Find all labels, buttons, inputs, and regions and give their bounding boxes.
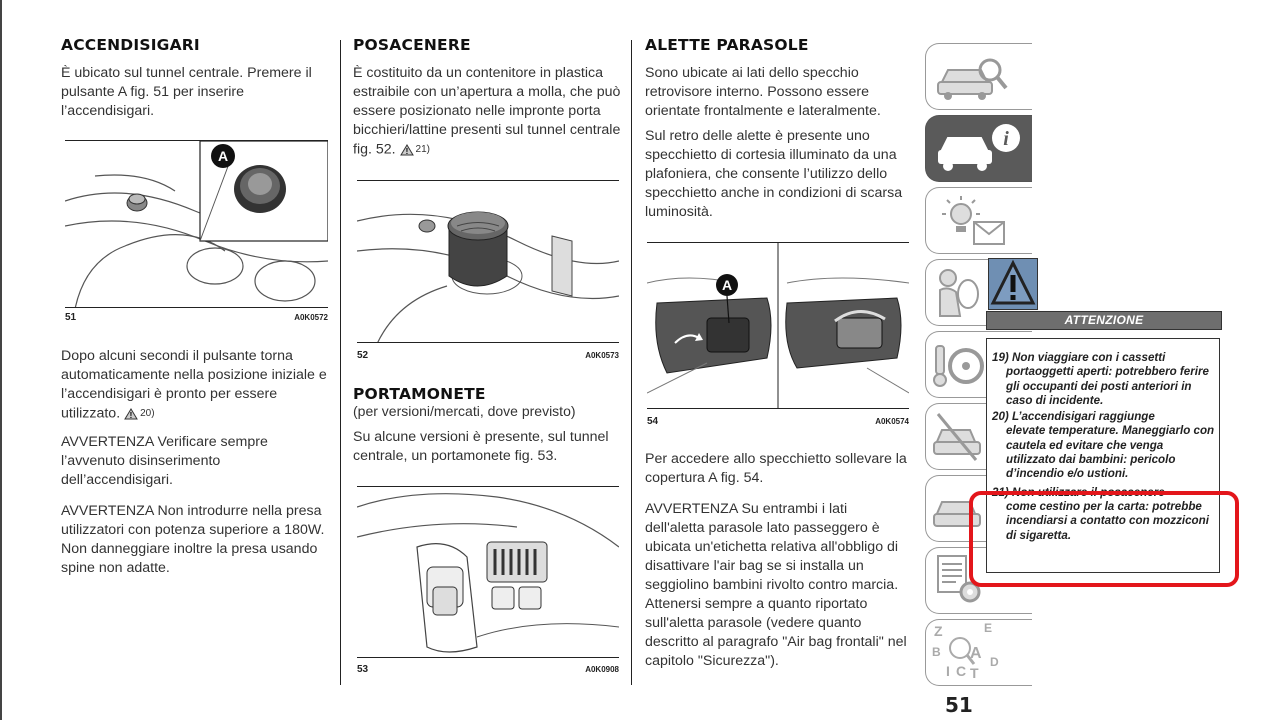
paragraph: È ubicato sul tunnel centrale. Premere i… xyxy=(61,65,312,119)
page-number: 51 xyxy=(945,693,973,717)
tab-knowing-car[interactable] xyxy=(925,43,1032,110)
paragraph: Sul retro delle alette è presente uno sp… xyxy=(645,128,903,220)
callout-a: A xyxy=(218,148,228,164)
warning-light-envelope-icon xyxy=(942,196,1005,245)
car-service-icon xyxy=(933,501,981,527)
alphabet-index-icon: Z E B A I C T D xyxy=(932,621,999,681)
svg-text:B: B xyxy=(932,645,941,659)
svg-text:C: C xyxy=(956,663,966,679)
document-gear-icon xyxy=(937,555,981,603)
column-accendisigari: ACCENDISIGARI È ubicato sul tunnel centr… xyxy=(61,36,329,121)
column-accendisigari-lower: Dopo alcuni secondi il pulsante torna au… xyxy=(61,347,329,578)
figure-51-caption: 51 A0K0572 xyxy=(65,312,328,326)
figure-code: A0K0573 xyxy=(585,351,619,360)
coin-holder-illustration xyxy=(357,493,619,653)
attention-list: 19) Non viaggiare con i cassetti portaog… xyxy=(986,338,1220,573)
svg-text:!: ! xyxy=(405,147,408,156)
svg-text:I: I xyxy=(946,663,950,679)
warning-triangle-icon: ! xyxy=(124,407,138,420)
section-subnote: (per versioni/mercati, dove previsto) xyxy=(353,403,576,419)
tab-car-info[interactable]: i xyxy=(925,115,1032,182)
paragraph: Dopo alcuni secondi il pulsante torna au… xyxy=(61,348,327,423)
paragraph: Sono ubicate ai lati dello specchio retr… xyxy=(645,65,881,119)
section-title-posacenere: POSACENERE xyxy=(353,36,471,54)
warning-triangle-icon: ! xyxy=(399,143,414,156)
attention-header: ATTENZIONE xyxy=(986,311,1222,330)
figure-code: A0K0574 xyxy=(875,417,909,426)
figure-52-caption: 52 A0K0573 xyxy=(357,350,619,364)
page-left-edge xyxy=(0,0,2,720)
figure-51: A xyxy=(65,140,328,308)
car-emergency-icon xyxy=(933,413,981,461)
car-search-icon xyxy=(937,58,1008,100)
warning-ref: ! 20) xyxy=(124,404,155,423)
airbag-person-icon xyxy=(939,269,979,317)
column-posacenere: POSACENERE È costituito da un contenitor… xyxy=(353,36,621,159)
key-steering-wheel-icon xyxy=(933,345,984,387)
paragraph: Su alcune versioni è presente, sul tunne… xyxy=(353,429,609,464)
svg-text:D: D xyxy=(990,655,999,669)
callout-a: A xyxy=(722,277,732,293)
figure-52 xyxy=(357,180,619,343)
figure-code: A0K0908 xyxy=(585,665,619,674)
figure-number: 52 xyxy=(357,350,369,361)
figure-code: A0K0572 xyxy=(294,313,328,322)
figure-number: 54 xyxy=(647,416,659,427)
tab-warning-lights[interactable] xyxy=(925,187,1032,254)
paragraph: AVVERTENZA Non introdurre nella presa ut… xyxy=(61,503,325,577)
ashtray-illustration xyxy=(357,211,619,342)
column-divider xyxy=(631,40,632,685)
figure-53 xyxy=(357,486,619,658)
car-info-icon: i xyxy=(938,124,1020,171)
paragraph: È costituito da un contenitore in plasti… xyxy=(353,65,621,159)
svg-text:E: E xyxy=(984,621,992,635)
svg-text:A: A xyxy=(970,645,982,662)
figure-53-caption: 53 A0K0908 xyxy=(357,664,619,678)
section-title-accendisigari: ACCENDISIGARI xyxy=(61,36,200,54)
column-portamonete: PORTAMONETE (per versioni/mercati, dove … xyxy=(353,385,621,466)
svg-text:!: ! xyxy=(130,411,133,420)
svg-text:i: i xyxy=(1003,128,1009,150)
column-alette-parasole: ALETTE PARASOLE Sono ubicate ai lati del… xyxy=(645,36,910,222)
column-divider xyxy=(340,40,341,685)
column-alette-lower: Per accedere allo specchietto sollevare … xyxy=(645,450,910,671)
paragraph: AVVERTENZA Su entrambi i lati dell'alett… xyxy=(645,501,907,669)
attention-item: 20) L’accendisigari raggiunge elevate te… xyxy=(992,410,1215,481)
attention-item: 19) Non viaggiare con i cassetti portaog… xyxy=(992,351,1209,407)
svg-text:Z: Z xyxy=(934,623,943,639)
tab-index[interactable]: Z E B A I C T D xyxy=(925,619,1032,686)
warning-triangle-icon xyxy=(988,258,1038,310)
cigarette-lighter-illustration: A xyxy=(65,141,328,307)
paragraph: Per accedere allo specchietto sollevare … xyxy=(645,451,907,486)
figure-54-caption: 54 A0K0574 xyxy=(647,416,909,430)
paragraph: AVVERTENZA Verificare sempre l’avvenuto … xyxy=(61,434,268,489)
warning-ref: ! 21) xyxy=(399,140,430,159)
figure-number: 53 xyxy=(357,664,369,675)
figure-number: 51 xyxy=(65,312,77,323)
section-title-portamonete: PORTAMONETE xyxy=(353,385,486,403)
figure-54: A xyxy=(647,242,909,409)
sun-visor-illustration: A xyxy=(647,243,909,408)
svg-text:T: T xyxy=(970,665,979,681)
red-highlight-box xyxy=(969,491,1239,587)
section-title-alette-parasole: ALETTE PARASOLE xyxy=(645,36,809,54)
